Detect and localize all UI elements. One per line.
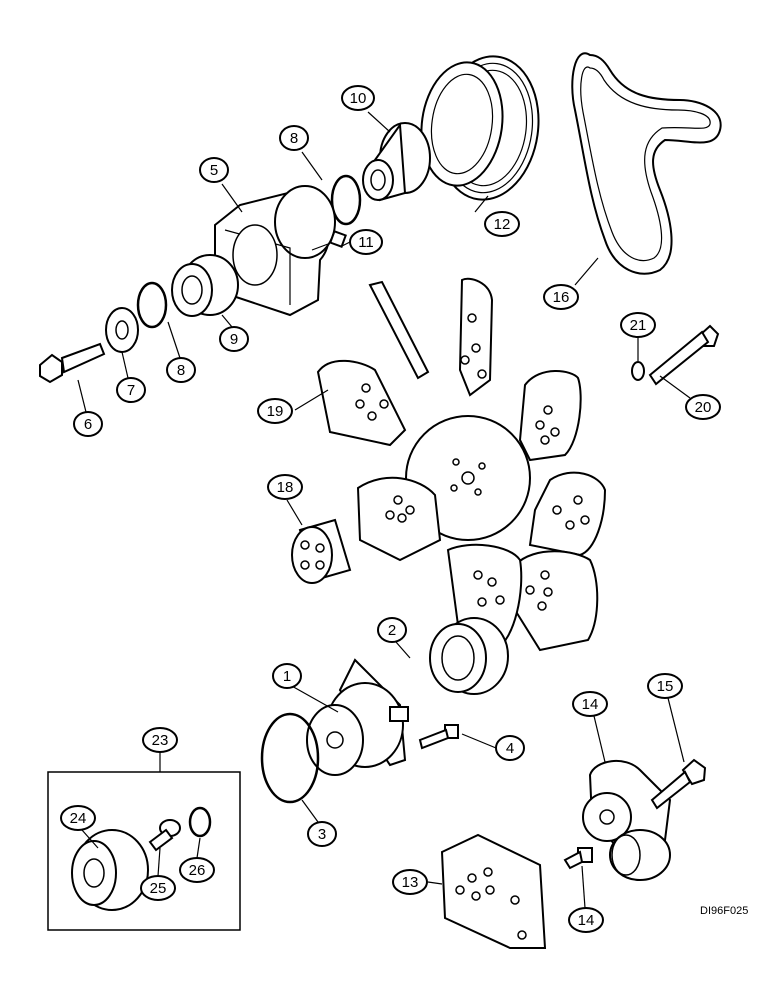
- part-15-tensioner: [582, 759, 672, 881]
- callout-label: 23: [152, 732, 169, 749]
- callout-8b: 8: [166, 357, 196, 383]
- callout-1: 1: [272, 663, 302, 689]
- callout-12: 12: [484, 211, 520, 237]
- part-16-bolt: [650, 758, 707, 810]
- callout-label: 9: [230, 331, 238, 348]
- callout-label: 16: [553, 289, 570, 306]
- part-4-screw: [418, 724, 459, 750]
- part-10-hub: [362, 122, 431, 202]
- callout-label: 3: [318, 826, 326, 843]
- part-11-screw: [311, 230, 347, 251]
- callout-17: 16: [543, 284, 579, 310]
- callout-16: 15: [647, 673, 683, 699]
- callout-label: 6: [84, 416, 92, 433]
- callout-10: 10: [341, 85, 375, 111]
- callout-5: 5: [199, 157, 229, 183]
- callout-label: 14: [578, 912, 595, 929]
- callout-2: 2: [377, 617, 407, 643]
- callout-label: 18: [277, 479, 294, 496]
- part-17-belt: [571, 52, 722, 275]
- callout-label: 8: [290, 130, 298, 147]
- part-1-water-pump: [306, 658, 409, 776]
- part-26-washer: [188, 806, 212, 838]
- callout-26: 26: [179, 857, 215, 883]
- callout-label: 11: [358, 234, 374, 251]
- callout-13: 13: [392, 869, 428, 895]
- figure-code: DI96F025: [700, 905, 748, 917]
- part-13-plate: [440, 833, 547, 949]
- callout-label: 13: [402, 874, 419, 891]
- callout-label: 2: [388, 622, 396, 639]
- callout-24: 24: [60, 805, 96, 831]
- callout-label: 25: [150, 880, 167, 897]
- part-25-shoulder-bolt: [148, 819, 181, 852]
- callout-4: 4: [495, 735, 525, 761]
- part-20-bolt: [648, 324, 720, 386]
- part-18-spacer: [291, 518, 352, 584]
- callout-label: 19: [267, 403, 284, 420]
- callout-label: 10: [350, 90, 367, 107]
- part-3-gasket: [260, 712, 320, 804]
- part-21-washer: [631, 361, 645, 381]
- callout-7: 7: [116, 377, 146, 403]
- callout-8a: 8: [279, 125, 309, 151]
- callout-3: 3: [307, 821, 337, 847]
- part-8-snap-ring-lower: [136, 281, 168, 329]
- leader-lines: [77, 111, 691, 909]
- callout-label: 12: [494, 216, 511, 233]
- callout-label: 21: [630, 317, 647, 334]
- callout-19: 19: [257, 398, 293, 424]
- callout-20: 20: [685, 394, 721, 420]
- callout-label: 5: [210, 162, 218, 179]
- part-24-roller: [71, 829, 149, 911]
- callout-label: 4: [506, 740, 514, 757]
- callout-15: 14: [572, 691, 608, 717]
- callout-label: 26: [189, 862, 206, 879]
- callout-23: 23: [142, 727, 178, 753]
- part-2-pulley: [429, 617, 509, 695]
- callout-14: 14: [568, 907, 604, 933]
- callout-label: 24: [70, 810, 87, 827]
- part-6-bolt: [39, 342, 106, 384]
- callout-11: 11: [349, 229, 383, 255]
- assembly-23-box: [47, 752, 241, 931]
- part-14-screw: [563, 847, 593, 870]
- callout-18: 18: [267, 474, 303, 500]
- callout-label: 1: [283, 668, 291, 685]
- callout-25: 25: [140, 875, 176, 901]
- callout-9: 9: [219, 326, 249, 352]
- callout-21: 21: [620, 312, 656, 338]
- callout-label: 15: [657, 678, 674, 695]
- part-19-fan: [316, 277, 607, 652]
- part-8-snap-ring-upper: [330, 174, 362, 226]
- callout-label: 20: [695, 399, 712, 416]
- callout-label: 8: [177, 362, 185, 379]
- part-12-pulley: [420, 55, 540, 201]
- callout-label: 7: [127, 382, 135, 399]
- part-9-bearing: [171, 254, 239, 317]
- part-7-washer: [105, 307, 139, 353]
- part-5-housing: [214, 185, 336, 317]
- callout-label: 14: [582, 696, 599, 713]
- callout-6: 6: [73, 411, 103, 437]
